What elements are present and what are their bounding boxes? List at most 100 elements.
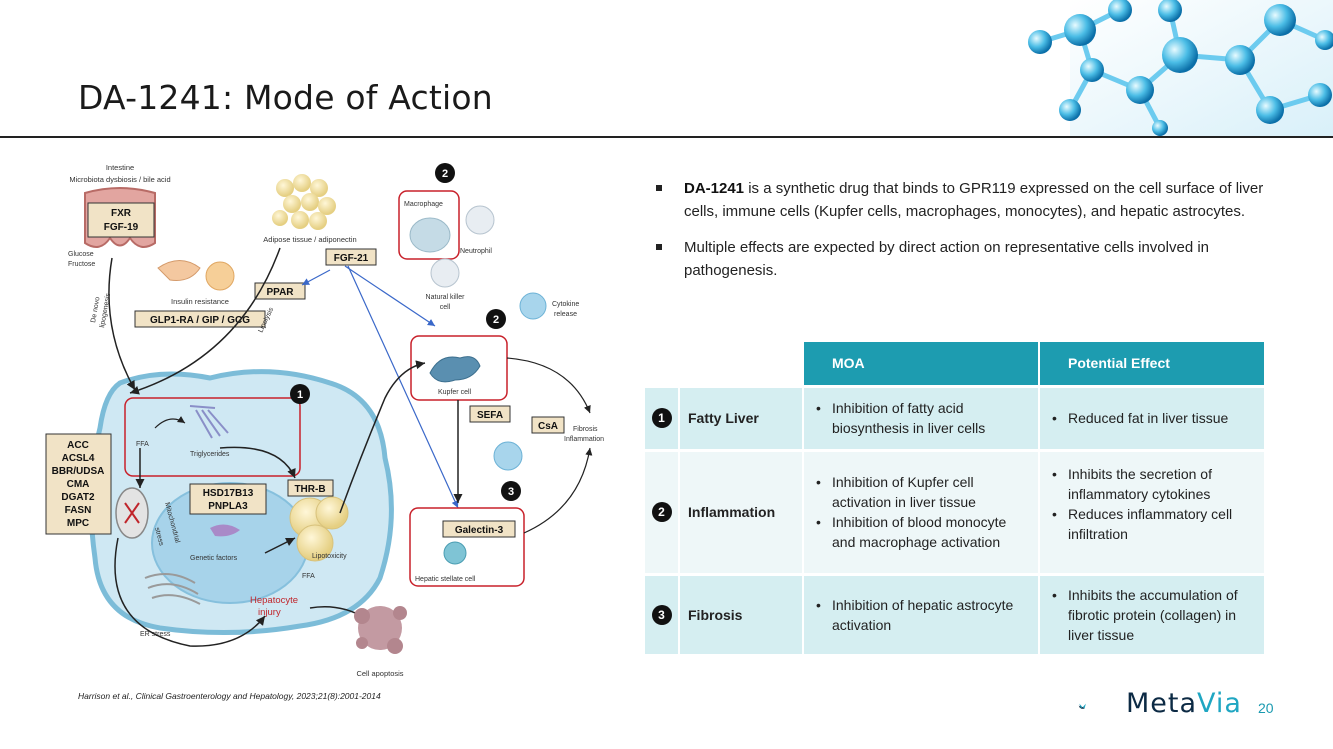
thrb-label: THR-B xyxy=(294,484,325,495)
number-circle-icon: 3 xyxy=(651,604,672,625)
triglycerides-icon xyxy=(189,405,229,439)
nk-cell-label: cell xyxy=(440,304,451,311)
figure-citation: Harrison et al., Clinical Gastroenterolo… xyxy=(78,691,381,701)
adipose-tissue-icon xyxy=(272,174,336,230)
metavia-logo-icon xyxy=(1078,703,1086,709)
ffa-top-label: FFA xyxy=(136,441,149,448)
enzyme-acc: ACC xyxy=(67,440,89,451)
bullet-item: Multiple effects are expected by direct … xyxy=(652,237,1292,282)
brand-name-meta: Meta xyxy=(1126,688,1198,719)
pnpla3-label: PNPLA3 xyxy=(208,501,248,512)
marker-2-kupfer: 2 xyxy=(493,314,499,326)
pathogenesis-figure: Intestine Microbiota dysbiosis / bile ac… xyxy=(45,163,604,678)
row-moa: Inhibition of hepatic astrocyte activati… xyxy=(802,572,1039,654)
hepatocyte-label: Hepatocyte xyxy=(250,595,298,606)
brand-wordmark: MetaVia xyxy=(1126,688,1242,719)
stellate-cell-icon xyxy=(443,541,467,565)
cell-apoptosis-label: Cell apoptosis xyxy=(356,669,403,678)
table-row: 3 Fibrosis Inhibition of hepatic astrocy… xyxy=(645,572,1264,654)
row-effect: Reduced fat in liver tissue xyxy=(1038,384,1264,450)
marker-1-hepatocyte: 1 xyxy=(297,389,303,401)
moa-item: Inhibition of Kupfer cell activation in … xyxy=(814,472,1030,512)
galectin-label: Galectin-3 xyxy=(455,525,504,536)
islet-icon xyxy=(205,261,235,291)
enzyme-fasn: FASN xyxy=(65,505,92,516)
moa-item: Inhibition of blood monocyte and macroph… xyxy=(814,512,1030,552)
fructose-label: Fructose xyxy=(68,261,95,268)
enzyme-cma: CMA xyxy=(67,479,90,490)
neutrophil-label: Neutrophil xyxy=(460,248,492,255)
bullet-square-icon xyxy=(656,244,662,250)
moa-item: Inhibition of fatty acid biosynthesis in… xyxy=(814,398,1030,438)
kupfer-cell-label: Kupfer cell xyxy=(438,389,472,396)
glucose-label: Glucose xyxy=(68,251,94,258)
effect-item: Inhibits the accumulation of fibrotic pr… xyxy=(1050,585,1256,645)
marker-3-stellate: 3 xyxy=(508,486,514,498)
table-row: 2 Inflammation Inhibition of Kupfer cell… xyxy=(645,448,1264,574)
adipose-label: Adipose tissue / adiponectin xyxy=(263,235,356,244)
table-header-blank xyxy=(645,342,803,386)
intestine-label: Intestine xyxy=(106,163,134,172)
row-number: 1 xyxy=(645,384,679,450)
row-effect: Inhibits the accumulation of fibrotic pr… xyxy=(1038,572,1264,654)
pancreas-icon xyxy=(157,260,201,281)
fxr-label: FXR xyxy=(111,208,132,219)
table-header-row: MOA Potential Effect xyxy=(645,342,1264,386)
number-circle-icon: 2 xyxy=(651,502,672,522)
injury-label: injury xyxy=(258,607,281,618)
row-moa: Inhibition of fatty acid biosynthesis in… xyxy=(802,384,1039,450)
header-divider xyxy=(0,136,1333,138)
dna-icon xyxy=(210,524,240,537)
number-circle-icon: 1 xyxy=(651,408,672,428)
lipid-droplet-icon xyxy=(289,496,349,562)
nk-label: Natural killer xyxy=(426,294,466,301)
lipotoxicity-label: Lipotoxicity xyxy=(312,553,347,560)
brand-name-via: Via xyxy=(1197,688,1242,719)
effect-item: Inhibits the secretion of inflammatory c… xyxy=(1050,464,1256,504)
neutrophil-cell-icon xyxy=(465,205,495,235)
effect-item: Reduced fat in liver tissue xyxy=(1050,408,1256,428)
fgf19-label: FGF-19 xyxy=(104,222,139,233)
effect-item: Reduces inflammatory cell infiltration xyxy=(1050,504,1256,544)
row-label: Inflammation xyxy=(678,448,803,574)
ffa-bottom-label: FFA xyxy=(302,573,315,580)
row-effect: Inhibits the secretion of inflammatory c… xyxy=(1038,448,1264,574)
moa-table: MOA Potential Effect 1 Fatty Liver Inhib… xyxy=(645,342,1264,654)
csa-label: CsA xyxy=(538,421,558,432)
intestine-sublabel: Microbiota dysbiosis / bile acid xyxy=(69,175,170,184)
enzyme-bbr-udsa: BBR/UDSA xyxy=(52,466,105,477)
bullet-list: DA-1241 is a synthetic drug that binds t… xyxy=(652,178,1292,296)
bullet-item: DA-1241 is a synthetic drug that binds t… xyxy=(652,178,1292,223)
table-row: 1 Fatty Liver Inhibition of fatty acid b… xyxy=(645,384,1264,450)
insulin-resistance-label: Insulin resistance xyxy=(171,297,229,306)
kupfer-cell-icon xyxy=(429,356,481,383)
release-label: release xyxy=(554,311,577,318)
macrophage-label: Macrophage xyxy=(404,201,443,208)
row-moa: Inhibition of Kupfer cell activation in … xyxy=(802,448,1039,574)
hsd17b13-label: HSD17B13 xyxy=(203,488,254,499)
row-label: Fatty Liver xyxy=(678,384,803,450)
bullet-text: Multiple effects are expected by direct … xyxy=(684,239,1210,279)
sefa-label: SEFA xyxy=(477,410,503,421)
apoptotic-cell-icon xyxy=(354,606,407,654)
cytokine-cell-icon xyxy=(519,292,547,320)
page-number: 20 xyxy=(1258,700,1274,716)
bullet-bold-text: DA-1241 xyxy=(684,180,745,197)
ppar-label: PPAR xyxy=(266,287,294,298)
row-label: Fibrosis xyxy=(678,572,803,654)
enzyme-acsl4: ACSL4 xyxy=(62,453,95,464)
mito-stress-label: stress xyxy=(153,527,165,547)
table-header-effect: Potential Effect xyxy=(1038,342,1264,386)
er-icon xyxy=(144,573,201,605)
monocyte-cell-icon xyxy=(493,441,523,471)
enzyme-mpc: MPC xyxy=(67,518,89,529)
fgf21-label: FGF-21 xyxy=(334,253,369,264)
row-number: 3 xyxy=(645,572,679,654)
slide-title: DA-1241: Mode of Action xyxy=(78,78,493,117)
table-header-moa: MOA xyxy=(802,342,1039,386)
genetic-factors-label: Genetic factors xyxy=(190,555,238,562)
bullet-text: is a synthetic drug that binds to GPR119… xyxy=(684,180,1264,220)
row-number: 2 xyxy=(645,448,679,574)
molecule-decoration-icon xyxy=(1028,0,1333,136)
glp-label: GLP1-RA / GIP / GCG xyxy=(150,315,250,326)
